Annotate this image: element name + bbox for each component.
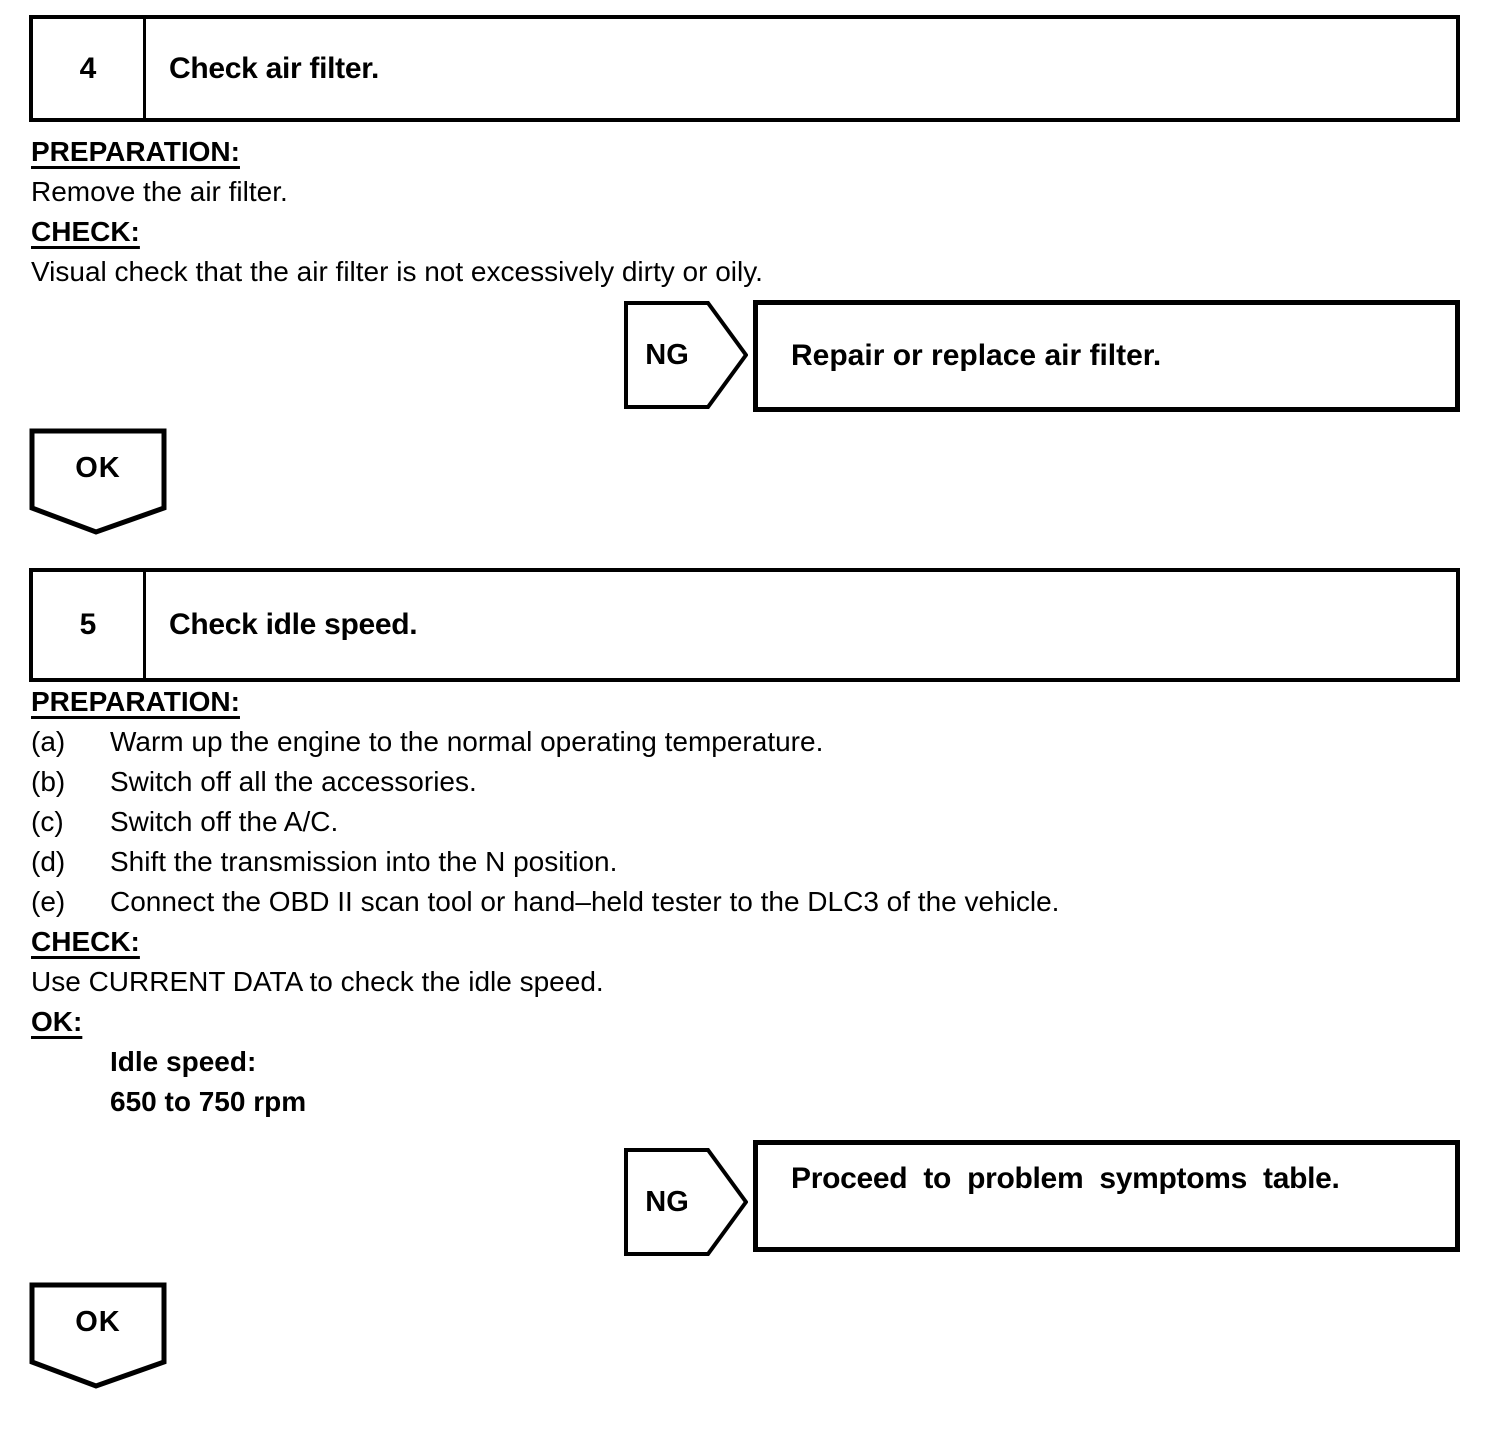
list-item: (d) Shift the transmission into the N po… xyxy=(31,846,618,877)
ng-action-text: Proceed to problem symptoms table. xyxy=(791,1162,1340,1195)
check-text: Use CURRENT DATA to check the idle speed… xyxy=(31,966,604,997)
list-item: (e) Connect the OBD II scan tool or hand… xyxy=(31,886,1060,917)
ok-connector-label: OK xyxy=(75,451,121,484)
ng-action-box: Repair or replace air filter. xyxy=(753,300,1460,412)
step-5-header: 5 Check idle speed. xyxy=(29,568,1460,682)
ng-arrow-label: NG xyxy=(645,1185,689,1218)
step-5-title: Check idle speed. xyxy=(169,608,418,641)
spec-value: 650 to 750 rpm xyxy=(110,1086,307,1117)
step-5-number: 5 xyxy=(33,572,146,678)
preparation-text: Remove the air filter. xyxy=(31,176,288,207)
preparation-heading: PREPARATION: xyxy=(31,686,240,717)
ok-connector-label: OK xyxy=(75,1305,121,1338)
list-item: (b) Switch off all the accessories. xyxy=(31,766,477,797)
step-4-header: 4 Check air filter. xyxy=(29,15,1460,122)
ok-heading: OK: xyxy=(31,1006,83,1037)
step-5-body: PREPARATION: (a) Warm up the engine to t… xyxy=(31,682,1331,1122)
ng-arrow-label: NG xyxy=(645,338,689,371)
spec-title: Idle speed: xyxy=(110,1046,257,1077)
ng-action-text: Repair or replace air filter. xyxy=(791,339,1162,372)
list-item: (c) Switch off the A/C. xyxy=(31,806,339,837)
ng-arrow-icon: NG xyxy=(624,1148,748,1256)
step-4-number: 4 xyxy=(33,19,146,118)
check-heading: CHECK: xyxy=(31,216,140,247)
ng-arrow-icon: NG xyxy=(624,301,748,409)
ng-action-box: Proceed to problem symptoms table. xyxy=(753,1140,1460,1252)
ok-connector-icon: OK xyxy=(29,1282,167,1390)
step-4-title: Check air filter. xyxy=(169,51,379,85)
step-4-body: PREPARATION: Remove the air filter. CHEC… xyxy=(31,132,1331,292)
preparation-heading: PREPARATION: xyxy=(31,136,240,167)
check-heading: CHECK: xyxy=(31,926,140,957)
list-item: (a) Warm up the engine to the normal ope… xyxy=(31,726,824,757)
ok-connector-icon: OK xyxy=(29,428,167,536)
check-text: Visual check that the air filter is not … xyxy=(31,256,763,287)
